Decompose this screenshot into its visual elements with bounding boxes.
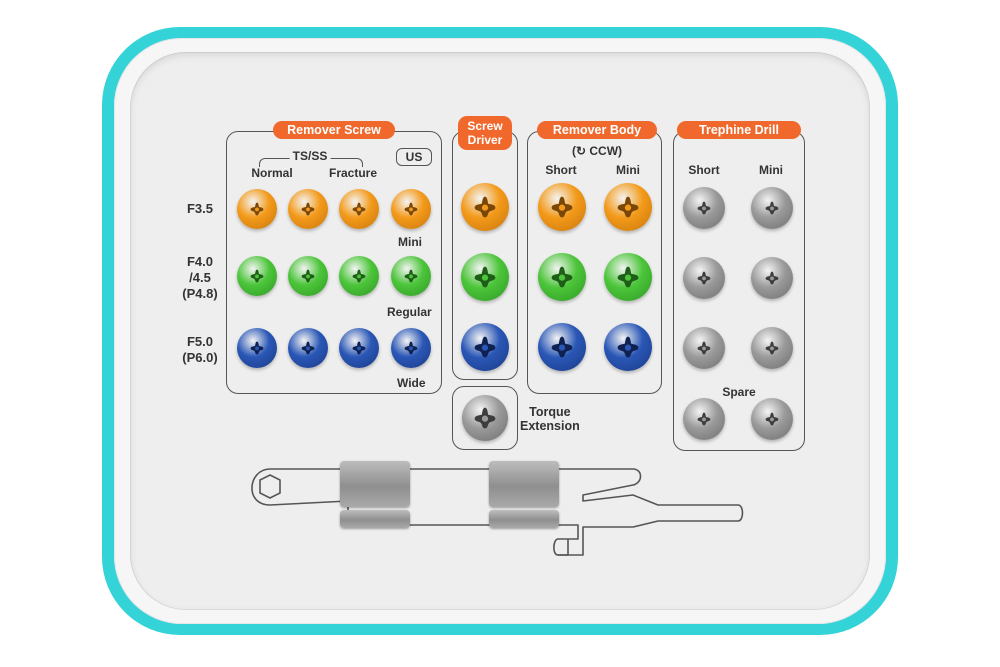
td-col-short-label: Short [688, 163, 720, 177]
wrench-body-outline [251, 468, 579, 556]
ratchet-wrench-outline [251, 468, 744, 556]
rb-col-mini-label: Mini [616, 163, 640, 177]
tri-lobe-socket-icon [697, 412, 711, 426]
row-label-f40: F4.0 /4.5 (P4.8) [182, 254, 218, 301]
size-regular-label: Regular [387, 305, 432, 319]
tri-lobe-socket-icon [404, 341, 418, 355]
wrench-handle-outline [270, 468, 744, 556]
trephine-drill-slot [683, 327, 725, 369]
screw-driver-slot [461, 323, 509, 371]
tri-lobe-socket-icon [301, 202, 315, 216]
remover-screw-slot [339, 328, 379, 368]
tri-lobe-socket-icon [352, 202, 366, 216]
torque-extension-label: Torque Extension [520, 405, 580, 433]
trephine-drill-slot [751, 398, 793, 440]
tri-lobe-socket-icon [765, 271, 779, 285]
tri-lobe-socket-icon [551, 196, 573, 218]
remover-screw-slot [391, 328, 431, 368]
tri-lobe-socket-icon [352, 341, 366, 355]
wrench-hex-socket [259, 474, 281, 499]
screw-driver-slot [461, 183, 509, 231]
size-wide-label: Wide [397, 376, 426, 390]
trephine-drill-slot [683, 398, 725, 440]
tri-lobe-socket-icon [474, 266, 496, 288]
remover-screw-slot [237, 256, 277, 296]
screw-driver-title: Screw Driver [458, 116, 512, 150]
row-label-f50: F5.0 (P6.0) [182, 334, 218, 365]
torque-extension-group [452, 386, 518, 450]
ccw-text: CCW [589, 144, 619, 158]
tri-lobe-socket-icon [765, 341, 779, 355]
remover-screw-slot [339, 256, 379, 296]
remover-screw-slot [237, 189, 277, 229]
ccw-rotate-icon: ↻ [575, 144, 587, 158]
remover-body-slot [538, 183, 586, 231]
us-label: US [396, 148, 432, 166]
ccw-label: (↻ CCW) [571, 144, 623, 158]
tri-lobe-socket-icon [697, 201, 711, 215]
remover-screw-slot [288, 256, 328, 296]
td-col-mini-label: Mini [759, 163, 783, 177]
ts-ss-label: TS/SS [289, 149, 331, 163]
remover-screw-slot [237, 328, 277, 368]
tri-lobe-socket-icon [250, 341, 264, 355]
row-label-f35: F3.5 [186, 201, 213, 216]
tri-lobe-socket-icon [617, 266, 639, 288]
col-normal-label: Normal [251, 166, 293, 180]
tri-lobe-socket-icon [617, 336, 639, 358]
torque-extension-slot [462, 395, 508, 441]
remover-screw-slot [391, 256, 431, 296]
remover-body-slot [604, 253, 652, 301]
remover-body-slot [604, 323, 652, 371]
tri-lobe-socket-icon [404, 202, 418, 216]
remover-body-slot [604, 183, 652, 231]
trephine-drill-slot [683, 257, 725, 299]
remover-screw-slot [288, 328, 328, 368]
wrench-clip-left-top [340, 461, 410, 507]
tri-lobe-socket-icon [301, 269, 315, 283]
tri-lobe-socket-icon [250, 269, 264, 283]
remover-screw-title: Remover Screw [273, 121, 395, 139]
remover-screw-slot [339, 189, 379, 229]
screw-driver-slot [461, 253, 509, 301]
size-mini-label: Mini [398, 235, 422, 249]
trephine-drill-slot [751, 257, 793, 299]
trephine-drill-slot [683, 187, 725, 229]
tri-lobe-socket-icon [697, 341, 711, 355]
td-spare-label: Spare [722, 385, 756, 399]
tri-lobe-socket-icon [474, 407, 496, 429]
remover-body-slot [538, 323, 586, 371]
tri-lobe-socket-icon [551, 266, 573, 288]
rb-col-short-label: Short [545, 163, 577, 177]
trephine-drill-title: Trephine Drill [677, 121, 801, 139]
tri-lobe-socket-icon [551, 336, 573, 358]
tri-lobe-socket-icon [474, 336, 496, 358]
wrench-clip-right-bottom [489, 510, 559, 528]
tri-lobe-socket-icon [617, 196, 639, 218]
tri-lobe-socket-icon [474, 196, 496, 218]
remover-screw-slot [391, 189, 431, 229]
tri-lobe-socket-icon [765, 201, 779, 215]
wrench-clip-left-bottom [340, 510, 410, 528]
remover-screw-slot [288, 189, 328, 229]
trephine-drill-slot [751, 327, 793, 369]
tri-lobe-socket-icon [697, 271, 711, 285]
tri-lobe-socket-icon [352, 269, 366, 283]
col-fracture-label: Fracture [328, 166, 378, 180]
remover-body-slot [538, 253, 586, 301]
wrench-clip-right-top [489, 461, 559, 507]
tri-lobe-socket-icon [765, 412, 779, 426]
tri-lobe-socket-icon [301, 341, 315, 355]
remover-body-title: Remover Body [537, 121, 657, 139]
tri-lobe-socket-icon [250, 202, 264, 216]
trephine-drill-slot [751, 187, 793, 229]
tri-lobe-socket-icon [404, 269, 418, 283]
